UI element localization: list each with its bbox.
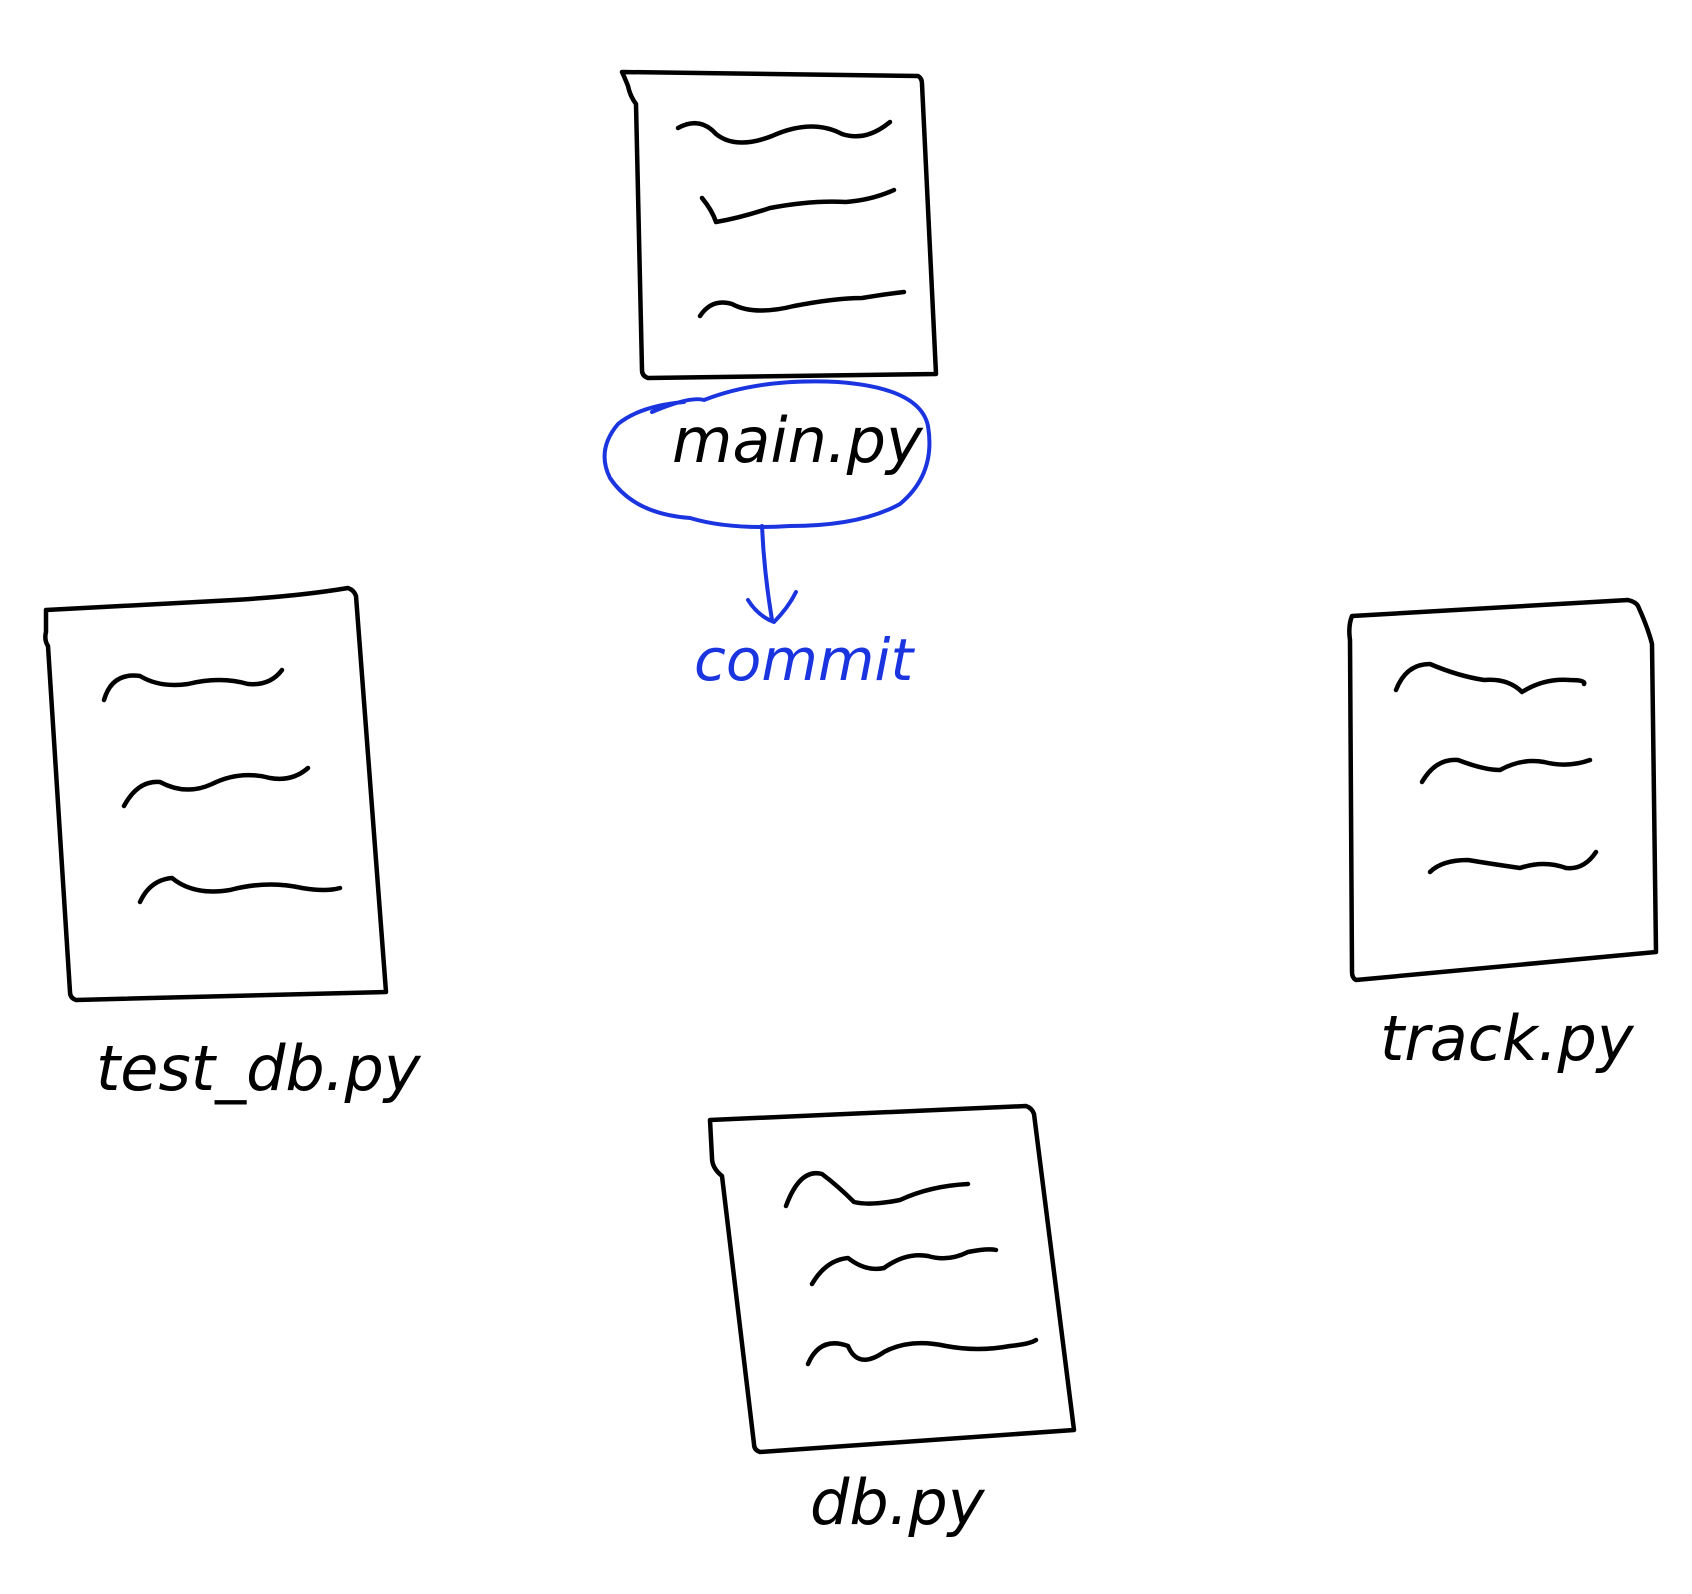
file-track: track.py	[1347, 597, 1659, 1075]
document-icon	[707, 1103, 1077, 1455]
file-label-track: track.py	[1380, 1002, 1635, 1075]
file-db: db.py	[707, 1103, 1077, 1539]
file-label-test-db: test_db.py	[96, 1032, 422, 1105]
highlight-ellipse	[602, 379, 932, 529]
file-label-db: db.py	[810, 1466, 986, 1539]
document-icon	[43, 585, 389, 1003]
commit-annotation: commit	[602, 379, 932, 694]
document-icon	[1347, 597, 1659, 983]
arrow-down-icon	[746, 524, 798, 624]
annotation-label: commit	[694, 626, 915, 694]
file-main: main.py	[619, 69, 939, 477]
file-label-main: main.py	[672, 404, 924, 477]
document-icon	[619, 69, 939, 381]
file-test-db: test_db.py	[43, 585, 422, 1105]
